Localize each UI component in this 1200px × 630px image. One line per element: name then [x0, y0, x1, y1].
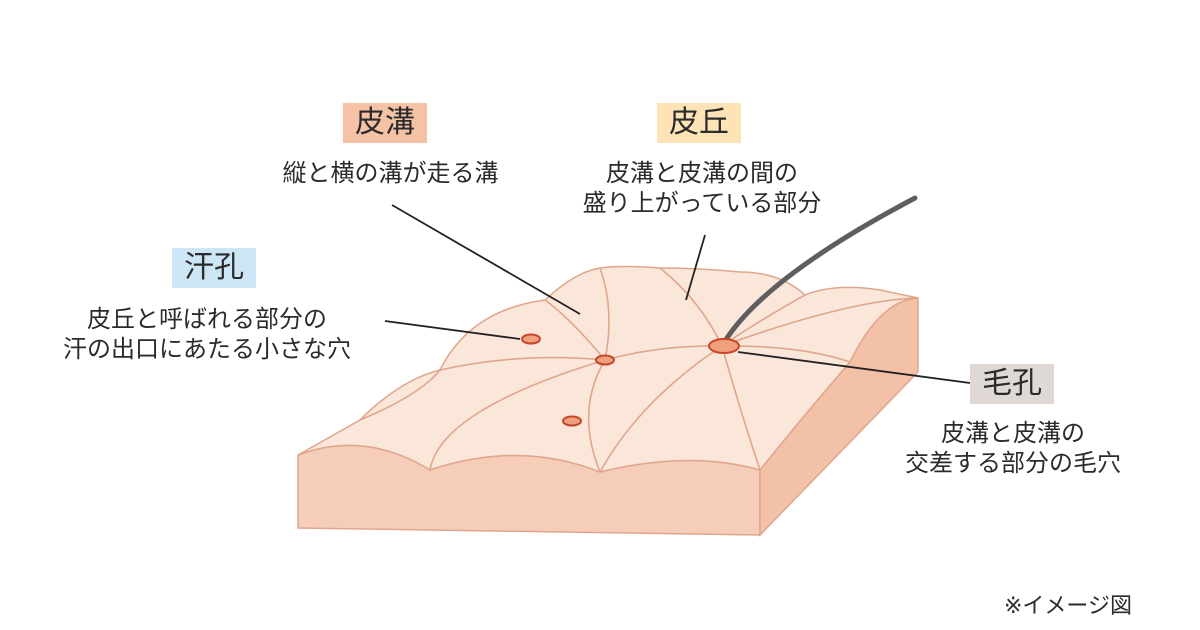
leader-line-kankou — [384, 320, 521, 340]
desc-hikyu-line-1: 皮溝と皮溝の間の — [606, 159, 798, 187]
sweat-pore — [562, 415, 582, 427]
hair-pore — [708, 338, 740, 354]
tag-kankou: 汗孔 — [172, 248, 256, 288]
desc-kankou: 皮丘と呼ばれる部分の 汗の出口にあたる小さな穴 — [42, 304, 372, 364]
tag-moukou: 毛孔 — [970, 364, 1054, 404]
image-note: ※イメージ図 — [1004, 594, 1132, 619]
desc-kankou-line-2: 汗の出口にあたる小さな穴 — [63, 335, 351, 363]
tag-hikyu: 皮丘 — [657, 103, 741, 143]
desc-kankou-line-1: 皮丘と呼ばれる部分の — [87, 305, 327, 333]
leader-line-hikou — [391, 204, 581, 315]
desc-moukou-line-1: 皮溝と皮溝の — [941, 419, 1085, 447]
desc-hikyu: 皮溝と皮溝の間の 盛り上がっている部分 — [552, 158, 852, 218]
desc-hikyu-line-2: 盛り上がっている部分 — [582, 189, 822, 217]
sweat-pore — [521, 333, 541, 345]
sweat-pore — [595, 354, 615, 366]
leader-line-hikyu — [685, 234, 706, 301]
tag-hikou: 皮溝 — [343, 103, 427, 143]
desc-hikou: 縦と横の溝が走る溝 — [258, 158, 523, 188]
hair-shaft — [719, 195, 918, 349]
desc-moukou-line-2: 交差する部分の毛穴 — [905, 449, 1121, 477]
skin-surface-top — [297, 265, 919, 473]
leader-line-moukou — [737, 351, 971, 384]
desc-moukou: 皮溝と皮溝の 交差する部分の毛穴 — [878, 418, 1148, 478]
desc-hikou-line-1: 縦と横の溝が走る溝 — [282, 159, 499, 187]
